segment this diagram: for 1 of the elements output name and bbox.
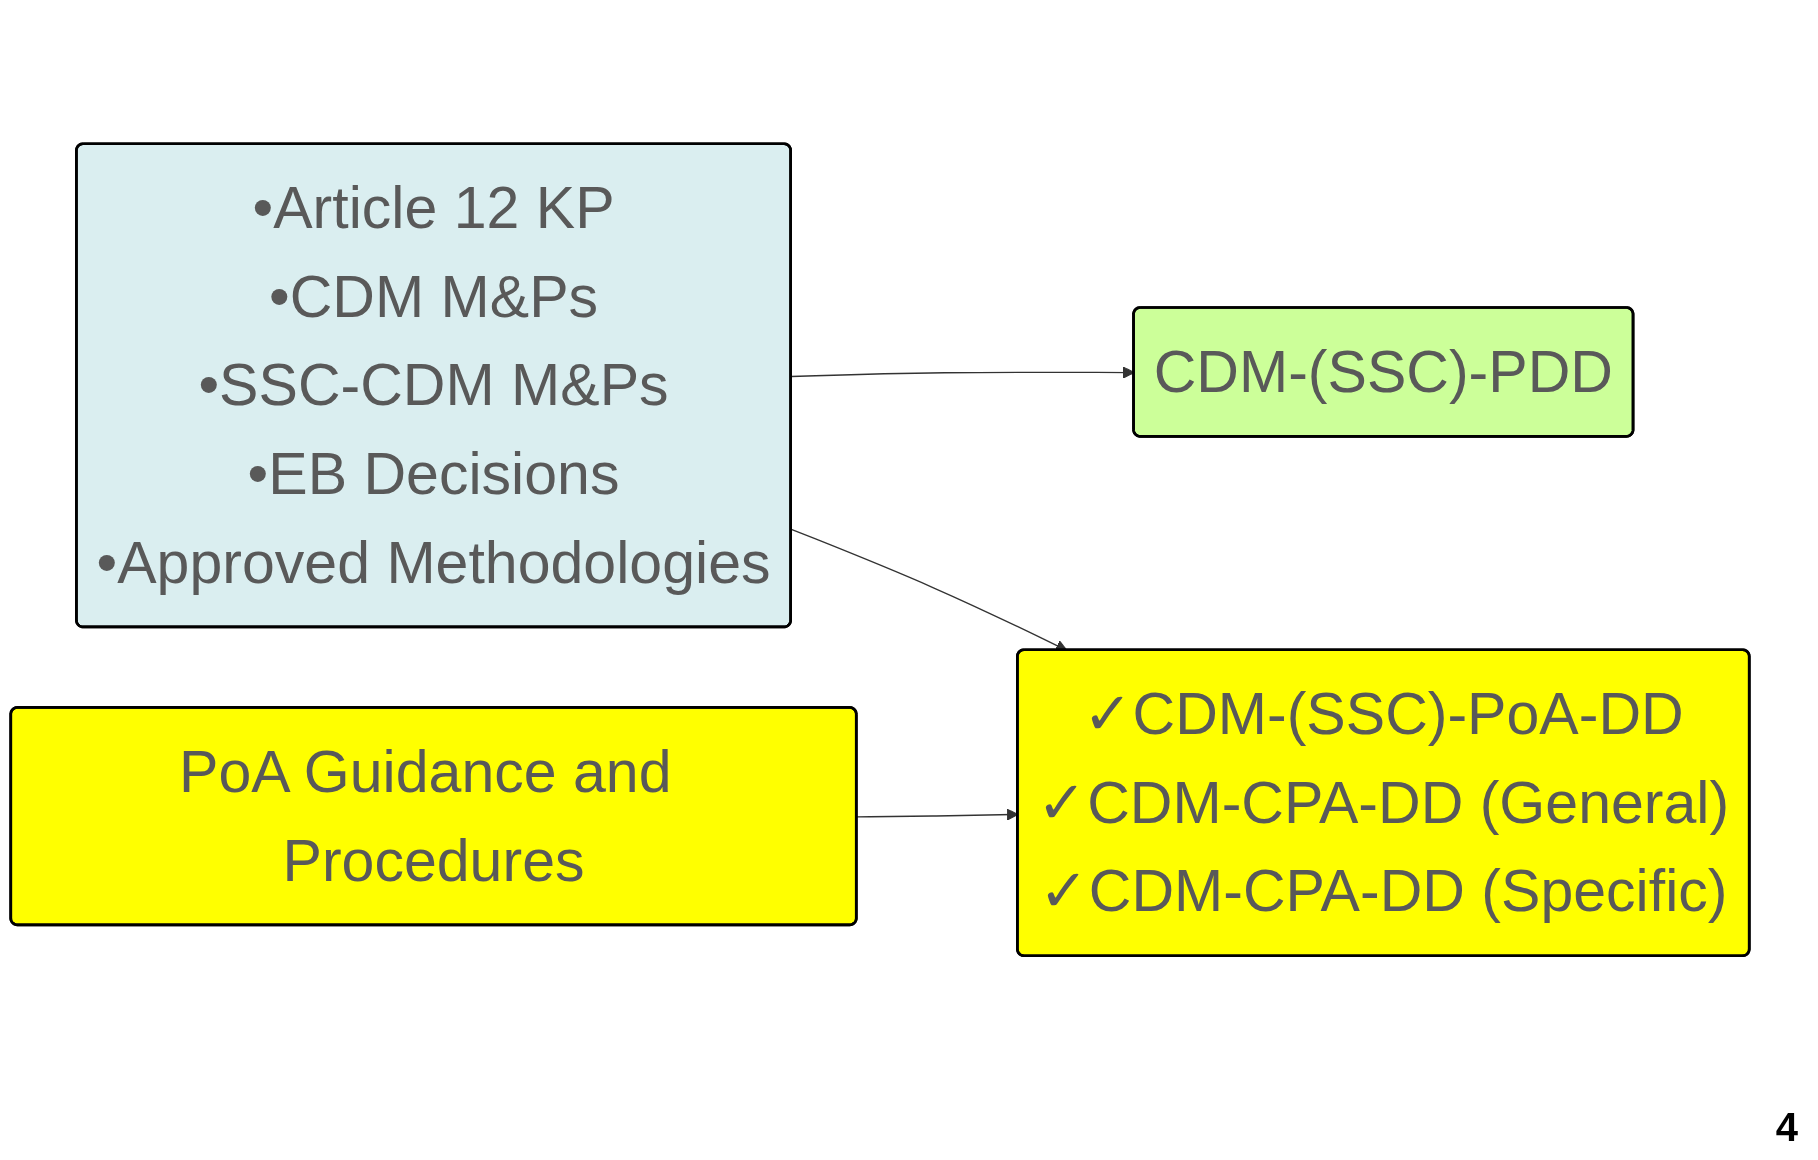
page-number: 4 xyxy=(1775,1105,1798,1150)
